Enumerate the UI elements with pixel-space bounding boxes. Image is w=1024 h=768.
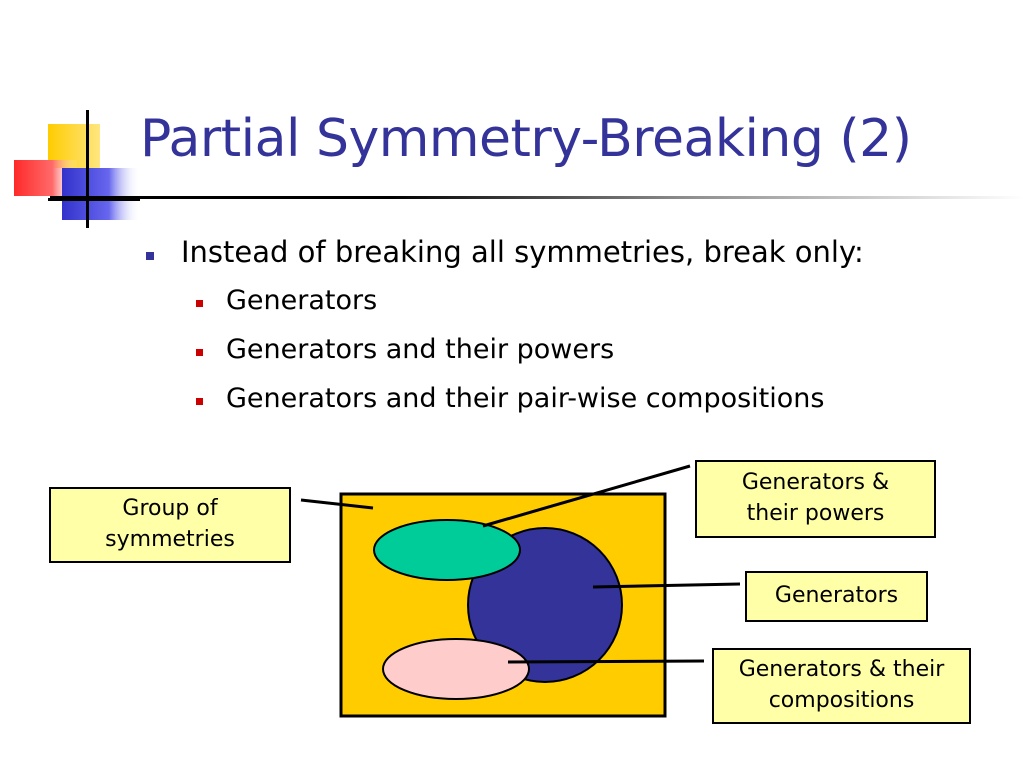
group-of-symmetries-label: Group of symmetries [49, 487, 291, 563]
bullet-marker-level2 [196, 398, 203, 405]
title-underline [50, 196, 1024, 199]
slide-logo-graphic [14, 110, 140, 228]
bullet-marker-level1 [146, 252, 154, 260]
generators-compositions-label: Generators & their compositions [712, 648, 971, 724]
bullet-item: Instead of breaking all symmetries, brea… [181, 235, 864, 269]
powers-connector-line [482, 464, 691, 528]
bullet-marker-level2 [196, 300, 203, 307]
group-connector-line [300, 498, 374, 510]
bullet-item: Generators and their pair-wise compositi… [226, 383, 825, 414]
group-of-symmetries-text: Group of symmetries [105, 496, 235, 552]
bullet-item: Generators and their powers [226, 334, 615, 365]
generators-compositions-set [382, 638, 530, 700]
generators-connector-line [592, 582, 741, 589]
slide-title: Partial Symmetry-Breaking (2) [140, 109, 912, 169]
generators-text: Generators [774, 583, 899, 609]
generators-compositions-text: Generators & their compositions [738, 657, 945, 713]
generators-powers-text: Generators & their powers [741, 470, 890, 526]
generators-powers-set [373, 519, 521, 581]
compositions-connector-line [507, 659, 705, 664]
generators-powers-label: Generators & their powers [695, 460, 936, 538]
generators-label: Generators [745, 571, 928, 622]
bullet-item: Generators [226, 285, 378, 316]
bullet-marker-level2 [196, 349, 203, 356]
